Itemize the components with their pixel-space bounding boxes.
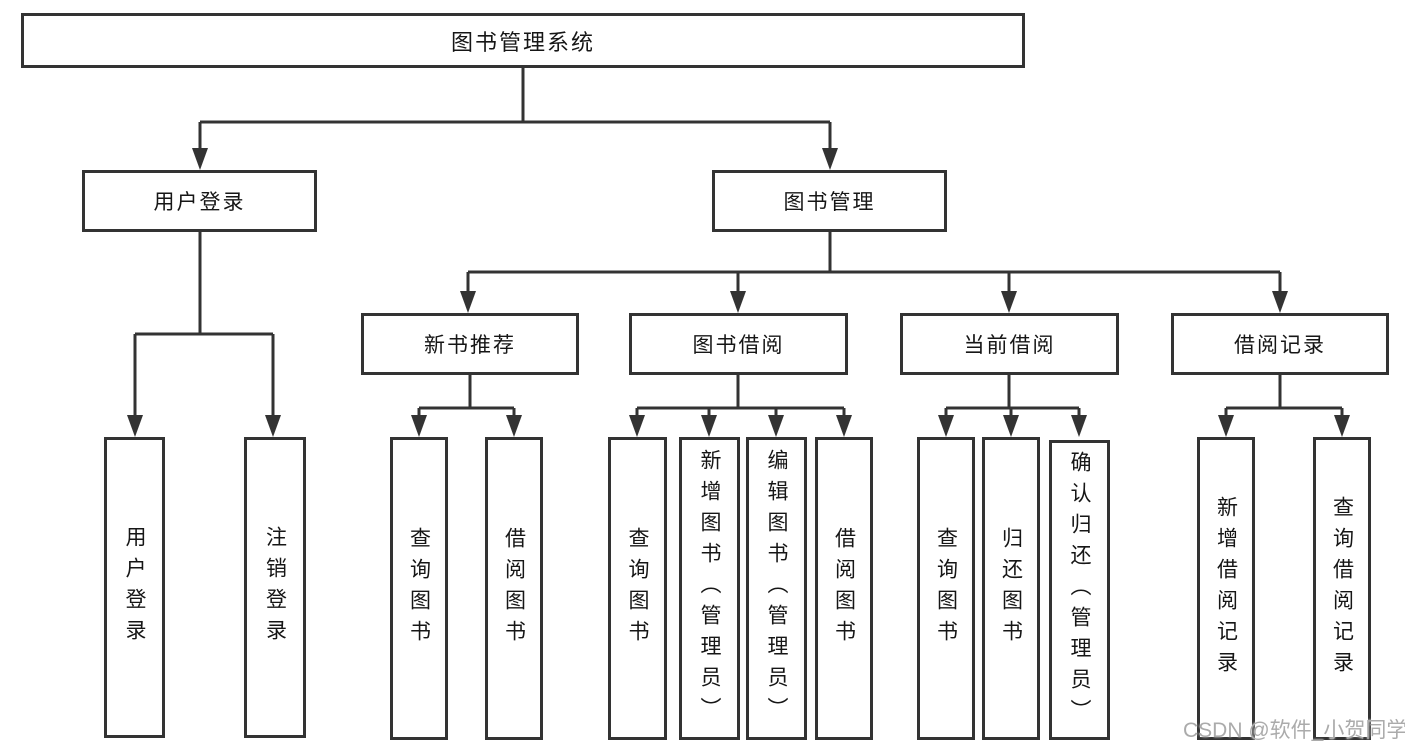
arrowhead (1001, 291, 1017, 313)
node-label: 编辑图书（管理员） (765, 449, 788, 728)
leaf-query-books-recommend: 查询图书 (390, 437, 448, 740)
node-current-borrowing: 当前借阅 (900, 313, 1119, 375)
node-label: 用户登录 (123, 525, 146, 650)
arrowhead (1071, 415, 1087, 437)
node-label: 注销登录 (263, 525, 287, 650)
leaf-edit-books-admin: 编辑图书（管理员） (746, 437, 807, 740)
leaf-logout-login: 注销登录 (244, 437, 306, 738)
node-label: 借阅图书 (502, 526, 526, 651)
node-label: 当前借阅 (963, 334, 1056, 357)
node-label: 新书推荐 (424, 334, 516, 357)
node-new-book-recommend: 新书推荐 (361, 313, 579, 375)
leaf-confirm-return-admin: 确认归还（管理员） (1049, 440, 1110, 740)
arrowhead (1003, 415, 1019, 437)
arrowhead (701, 415, 717, 437)
leaf-add-borrow-record: 新增借阅记录 (1197, 437, 1255, 740)
connector (466, 232, 1282, 295)
node-label: 图书借阅 (692, 334, 785, 357)
node-user-login: 用户登录 (82, 170, 317, 232)
node-label: 新增图书（管理员） (698, 449, 721, 728)
leaf-query-borrow-record: 查询借阅记录 (1313, 437, 1371, 740)
csdn-watermark: CSDN @软件_小贺同学 (1183, 719, 1405, 742)
node-label: 借阅记录 (1234, 334, 1326, 357)
node-label: 查询图书 (407, 526, 431, 651)
leaf-query-books-current: 查询图书 (917, 437, 975, 740)
connector (944, 375, 1081, 419)
node-label: 借阅图书 (832, 526, 856, 651)
leaf-query-books-borrowing: 查询图书 (608, 437, 667, 740)
connector (198, 68, 832, 152)
leaf-borrow-books-borrowing: 借阅图书 (815, 437, 873, 740)
arrowhead (768, 415, 784, 437)
arrowhead (1334, 415, 1350, 437)
arrowhead (265, 415, 281, 437)
arrowhead (629, 415, 645, 437)
node-borrowing-records: 借阅记录 (1171, 313, 1389, 375)
node-label: 查询借阅记录 (1330, 495, 1354, 682)
leaf-borrow-books-recommend: 借阅图书 (485, 437, 543, 740)
leaf-return-books: 归还图书 (982, 437, 1040, 740)
leaf-add-books-admin: 新增图书（管理员） (679, 437, 740, 740)
arrowhead (1272, 291, 1288, 313)
node-label: 归还图书 (999, 526, 1023, 651)
node-label: 查询图书 (626, 526, 649, 651)
arrowhead (836, 415, 852, 437)
arrowhead (730, 291, 746, 313)
arrowhead (506, 415, 522, 437)
connector (635, 375, 846, 419)
node-label: 查询图书 (934, 526, 958, 651)
node-label: 图书管理系统 (450, 29, 595, 55)
node-library-system: 图书管理系统 (21, 13, 1025, 68)
arrowhead (127, 415, 143, 437)
connector (417, 375, 516, 419)
node-label: 图书管理 (783, 191, 876, 214)
arrowhead (822, 148, 838, 170)
arrowhead (1218, 415, 1234, 437)
arrowhead (938, 415, 954, 437)
node-label: 用户登录 (153, 191, 246, 214)
connector (133, 232, 275, 419)
node-book-management: 图书管理 (712, 170, 947, 232)
arrowhead (192, 148, 208, 170)
arrowhead (411, 415, 427, 437)
node-label: 确认归还（管理员） (1068, 450, 1091, 730)
node-label: 新增借阅记录 (1214, 495, 1238, 682)
leaf-user-login: 用户登录 (104, 437, 165, 738)
arrowhead (460, 291, 476, 313)
node-book-borrowing: 图书借阅 (629, 313, 848, 375)
connector (1224, 375, 1344, 419)
